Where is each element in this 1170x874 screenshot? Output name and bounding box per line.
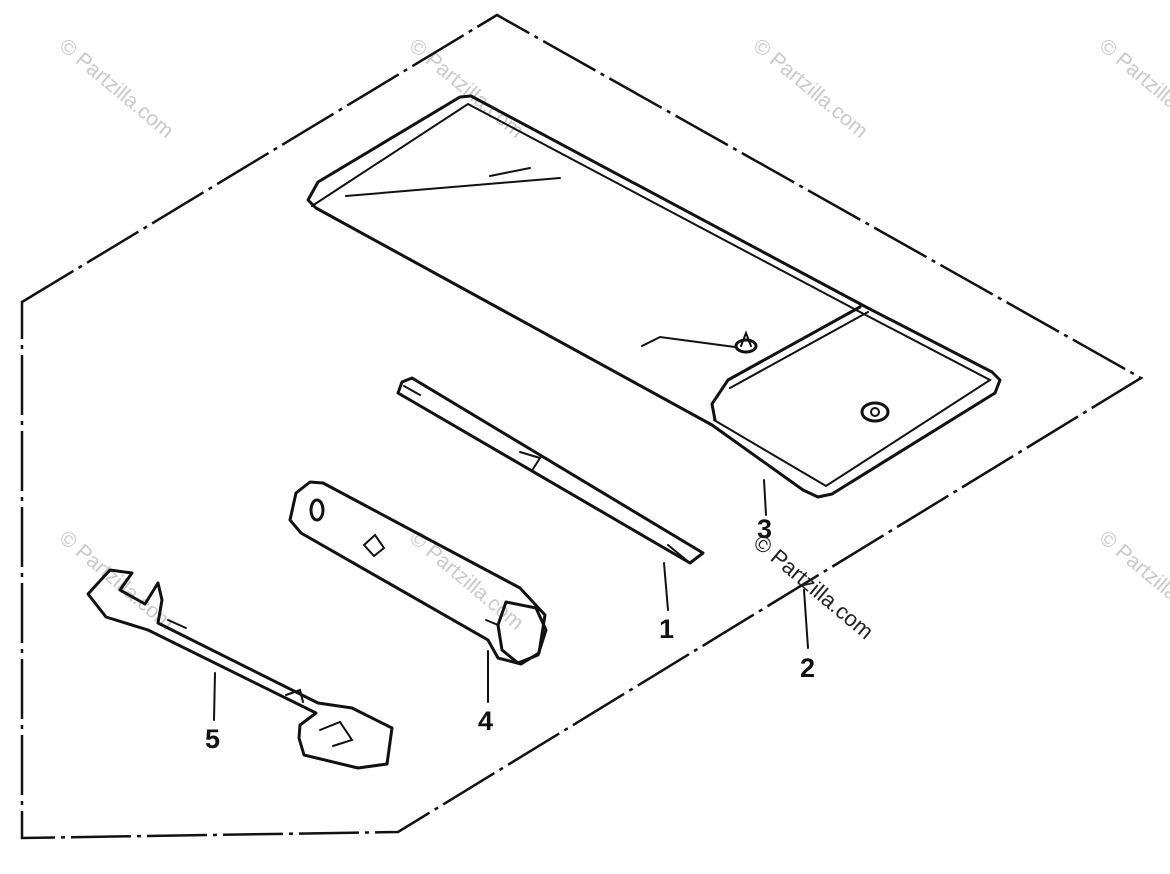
watermark: © Partzilla.com bbox=[55, 34, 178, 143]
callout-5: 5 bbox=[205, 724, 220, 754]
callout-2: 2 bbox=[800, 653, 815, 683]
watermark-center: © Partzilla.com bbox=[749, 530, 879, 644]
screwdriver bbox=[396, 376, 705, 565]
tool-bag bbox=[306, 94, 1002, 499]
watermark: © Partzilla.com bbox=[405, 526, 528, 635]
watermark: © Partzilla.com bbox=[749, 34, 872, 143]
watermark: © Partzilla.com bbox=[1095, 526, 1170, 635]
callout-3: 3 bbox=[757, 514, 772, 544]
open-end-wrench bbox=[86, 568, 394, 770]
diagram-boundary bbox=[20, 13, 1144, 840]
plug-wrench bbox=[288, 480, 548, 666]
callout-1: 1 bbox=[659, 614, 674, 644]
leader-lines bbox=[213, 479, 809, 721]
callout-4: 4 bbox=[478, 706, 493, 736]
watermark: © Partzilla.com bbox=[1095, 34, 1170, 143]
watermark-layer: © Partzilla.com © Partzilla.com © Partzi… bbox=[55, 34, 1170, 635]
